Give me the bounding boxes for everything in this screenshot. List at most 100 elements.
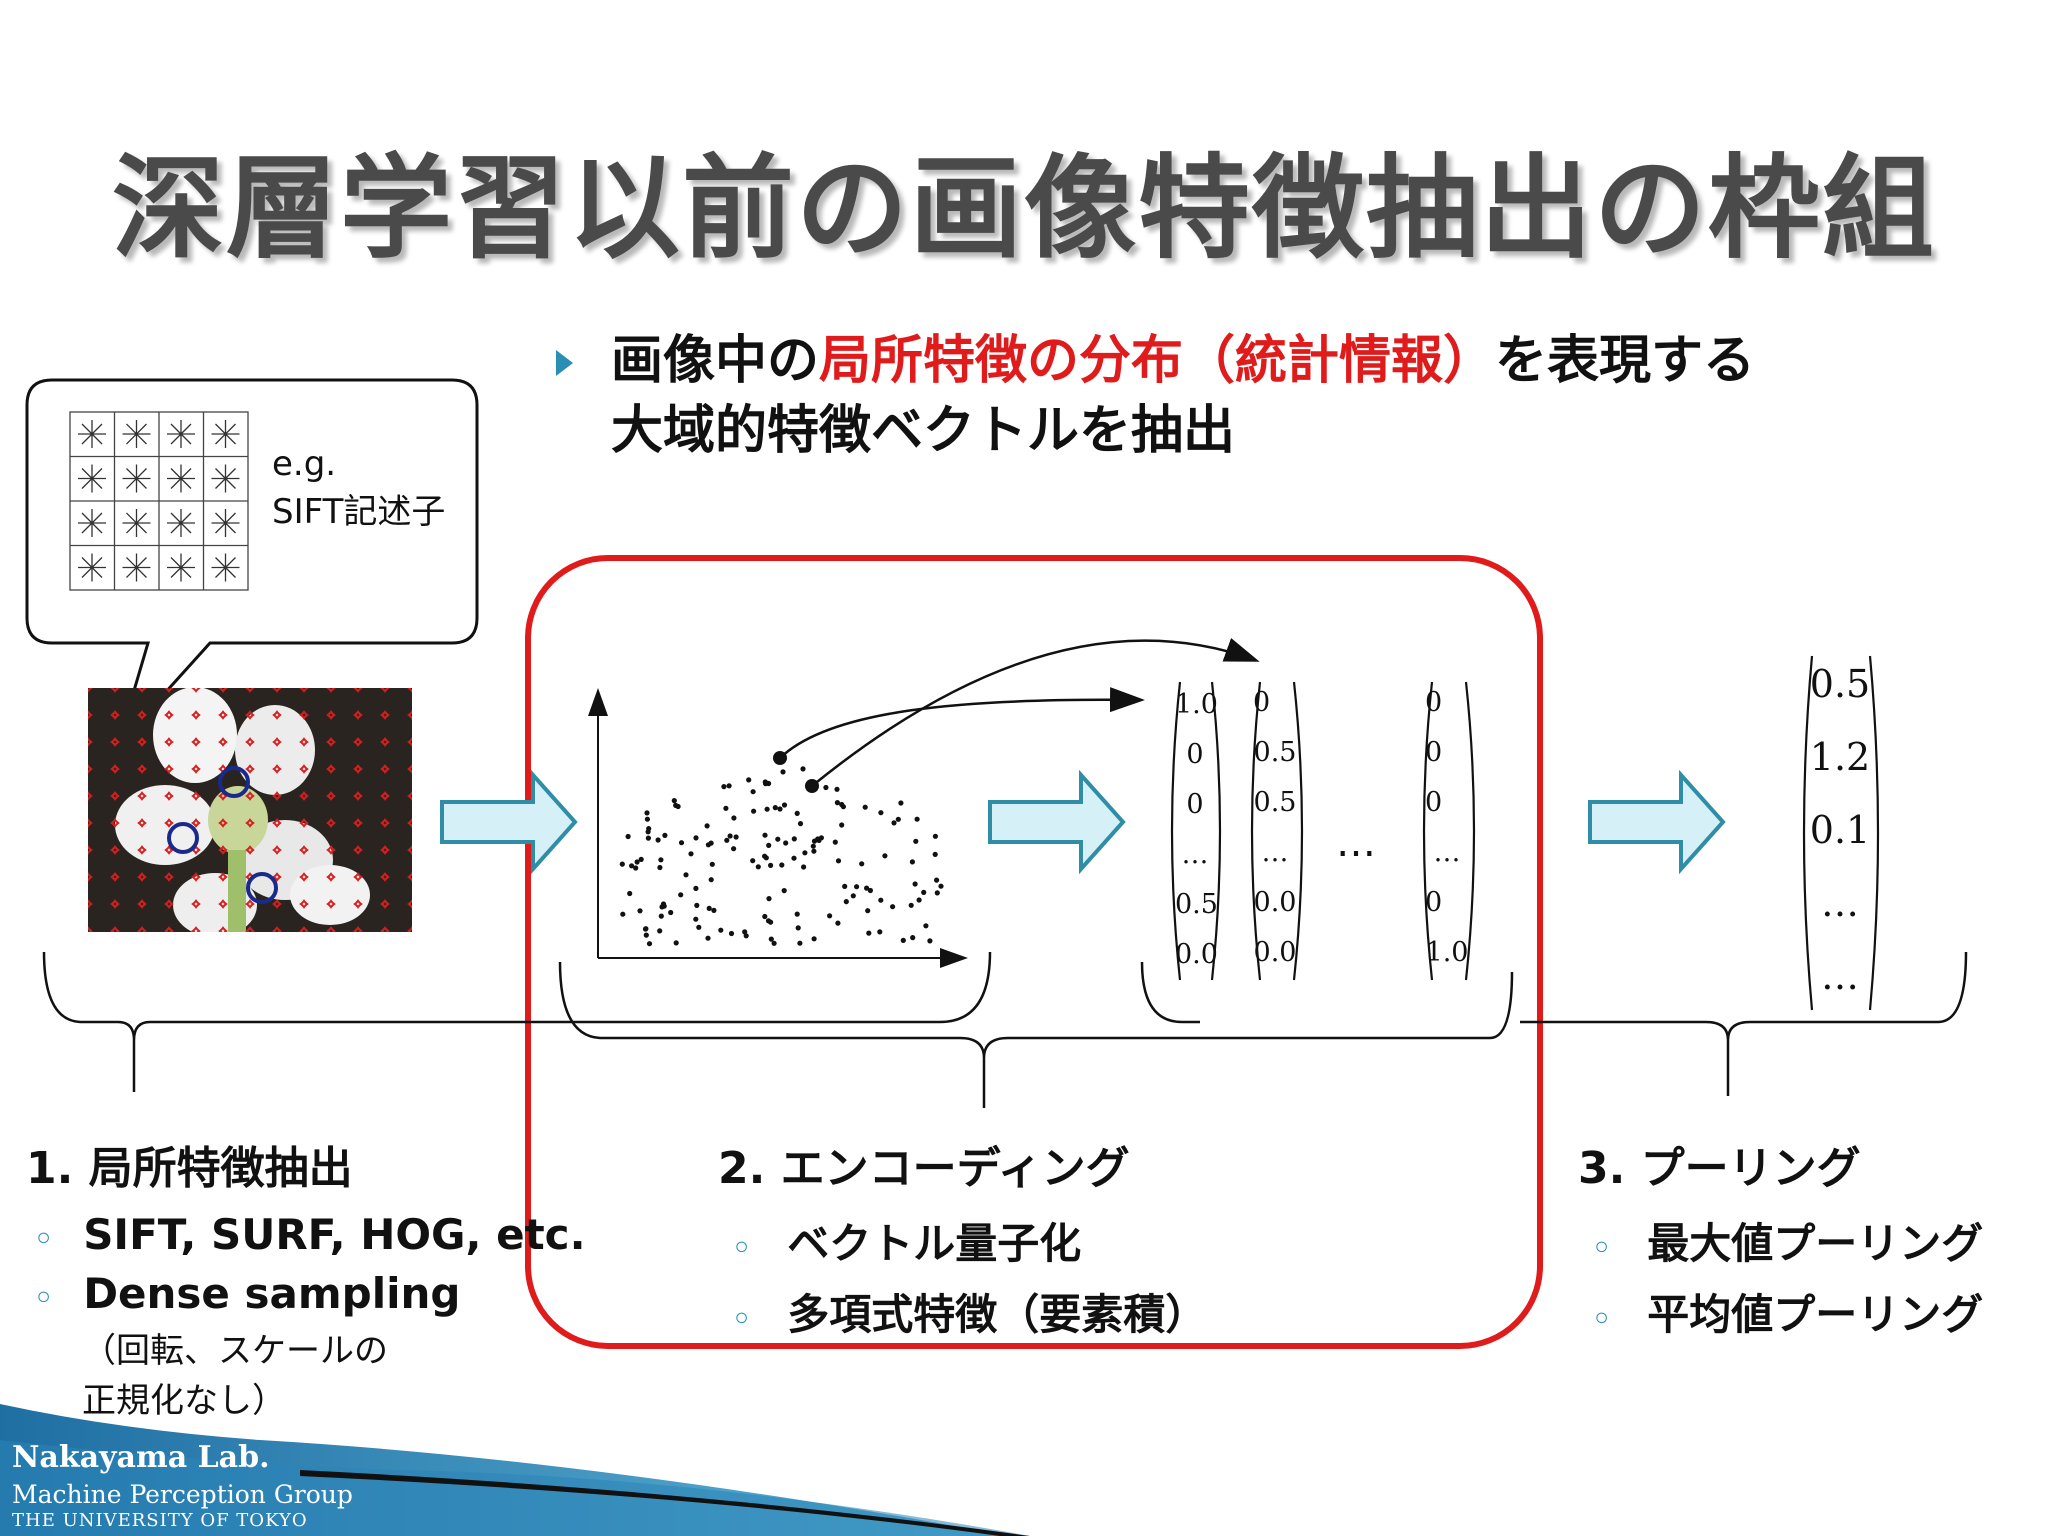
section-pooling: 3. プーリング ◦最大値プーリング ◦ 平均値プーリング (1578, 1132, 1983, 1342)
vector-2-value: 0.0 (1253, 887, 1297, 918)
scatter-point (878, 810, 884, 816)
scatter-point (627, 890, 633, 897)
scatter-point (657, 928, 663, 934)
lab-logo-name: Nakayama Lab. (12, 1440, 270, 1475)
vector-2: 0 0.5 0.5 … 0.0 0.0 (1253, 678, 1297, 978)
vector-2-value: 0.5 (1253, 737, 1297, 768)
scatter-point (694, 902, 700, 909)
vector-1-value: 0.0 (1175, 939, 1218, 970)
scatter-point (688, 851, 694, 857)
scatter-point (762, 913, 768, 920)
scatter-point (658, 913, 664, 919)
lab-logo-group: Machine Perception Group (12, 1480, 353, 1509)
vector-1-value: … (1181, 839, 1209, 870)
slide-title: 深層学習以前の画像特徴抽出の枠組 (112, 144, 1936, 274)
scatter-point (921, 889, 927, 896)
scatter-point (706, 905, 712, 912)
scatter-point (742, 929, 748, 935)
section-2-title: 2. エンコーディング (718, 1143, 1130, 1194)
scatter-point (932, 851, 938, 858)
bubble-text: e.g. SIFT記述子 (272, 440, 445, 536)
scatter-point (834, 800, 841, 806)
scatter-point (842, 883, 848, 890)
section-3-item-text: 平均値プーリング (1647, 1290, 1984, 1339)
scatter-point (800, 766, 806, 772)
scatter-point (709, 861, 715, 867)
flow-arrow-2 (988, 769, 1126, 875)
scatter-point (840, 804, 847, 810)
scatter-point (912, 881, 918, 887)
scatter-point (751, 808, 757, 814)
scatter-point (923, 923, 929, 929)
scatter-point (711, 907, 717, 914)
section-3-item: ◦最大値プーリング (1578, 1210, 1983, 1271)
scatter-point (731, 846, 737, 852)
scatter-point (780, 769, 786, 775)
vector-2-value: … (1261, 837, 1289, 868)
scatter-point (895, 816, 901, 822)
bullet-icon: ◦ (732, 1302, 752, 1337)
scatter-point (797, 821, 804, 827)
scatter-point (750, 858, 756, 864)
scatter-point (832, 839, 838, 845)
bracket-right (1464, 681, 1476, 981)
scatter-point (768, 862, 774, 869)
sift-descriptor-grid (69, 411, 249, 591)
vector-2-value: 0 (1253, 687, 1271, 718)
scatter-point (646, 826, 652, 832)
scatter-point (696, 924, 702, 930)
scatter-point (913, 838, 919, 844)
vectors-ellipsis: … (1336, 820, 1376, 866)
scatter-point (678, 840, 685, 846)
scatter-point (810, 843, 816, 849)
scatter-point (908, 902, 914, 908)
scatter-point (835, 920, 841, 926)
scatter-point (781, 802, 788, 808)
bullet-icon: ◦ (34, 1281, 54, 1316)
bracket-left (1250, 681, 1262, 981)
bullet-icon: ◦ (1592, 1302, 1612, 1337)
scatter-point (768, 936, 774, 942)
encoding-highlight-frame (525, 555, 1543, 1349)
bullet-icon: ◦ (1592, 1231, 1612, 1266)
scatter-point (708, 840, 714, 846)
scatter-point (794, 810, 800, 817)
scatter-point (643, 932, 649, 938)
scatter-point (823, 784, 829, 791)
scatter-point (877, 929, 883, 935)
scatter-plot (588, 638, 1260, 968)
scatter-point (866, 930, 872, 936)
scatter-point (791, 836, 797, 842)
note-line: 正規化なし） (82, 1381, 286, 1421)
bracket-left (1170, 681, 1182, 981)
scatter-point (934, 877, 940, 883)
scatter-point (839, 822, 845, 828)
scatter-point (932, 833, 939, 839)
scatter-point (909, 859, 916, 865)
vector-2-value: 0.5 (1253, 787, 1297, 818)
scatter-point (765, 918, 772, 924)
mapping-arrow-2 (811, 638, 1260, 787)
scatter-point (914, 816, 920, 822)
scatter-points (619, 766, 944, 947)
section-1-item: ◦Dense sampling (26, 1269, 586, 1318)
scatter-point (678, 892, 684, 898)
scatter-point (625, 833, 631, 840)
scatter-point (619, 861, 625, 867)
scatter-point (646, 941, 653, 947)
scatter-point (779, 862, 785, 868)
scatter-point (781, 888, 787, 894)
scatter-point (658, 857, 664, 863)
section-2-item: ◦ベクトル量子化 (718, 1210, 1207, 1271)
scatter-point (763, 781, 769, 787)
scatter-point (731, 815, 737, 821)
scatter-point (900, 937, 906, 944)
scatter-point (673, 802, 679, 809)
scatter-point (671, 798, 677, 804)
section-2-item-text: 多項式特徴（要素積） (787, 1290, 1208, 1339)
scatter-point (708, 877, 714, 883)
scatter-point (683, 872, 689, 878)
section-3-title: 3. プーリング (1578, 1143, 1861, 1194)
scatter-point (733, 834, 739, 840)
section-2-item: ◦ 多項式特徴（要素積） (718, 1281, 1207, 1342)
